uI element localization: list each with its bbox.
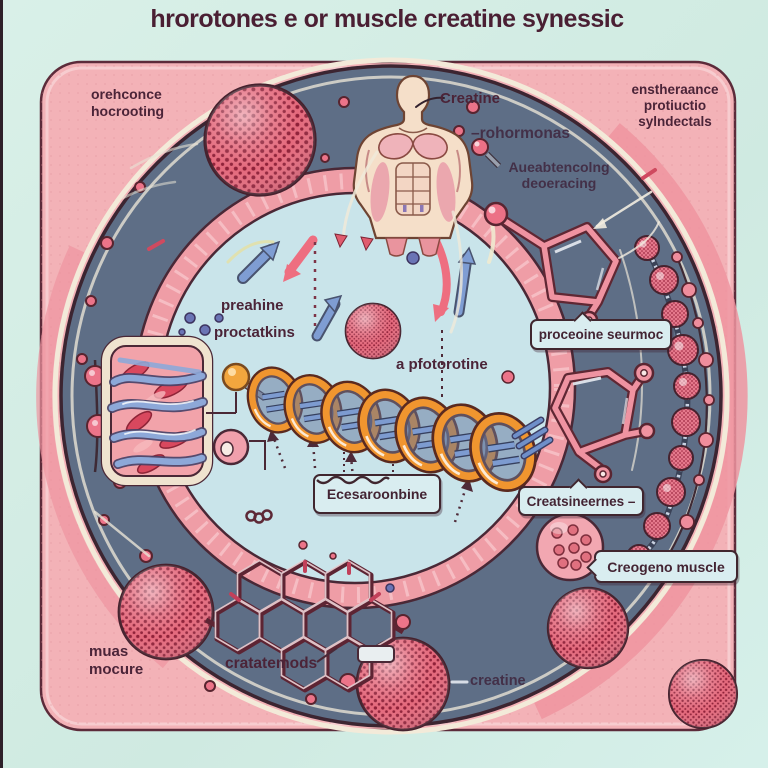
label-preahine: preahine <box>221 297 284 314</box>
label-box-creatsineomes: Creatsineernes – <box>518 478 644 516</box>
label-creatine-top: Creatine <box>440 90 501 107</box>
label-top-left-line1: orehconce <box>91 86 162 102</box>
coil-squiggle <box>245 509 273 524</box>
bead-chain <box>626 235 715 577</box>
vesicle <box>212 428 273 524</box>
label-proctatkins: proctatkins <box>214 324 295 341</box>
label-box-ecesaroonbine: Ecesaroonbine <box>313 474 441 514</box>
muscle-inset <box>100 335 237 487</box>
flow-wisps <box>334 96 660 684</box>
label-box-protein-sequence: proceoine seurmoc <box>530 311 672 350</box>
thin-bead-strand <box>654 256 708 577</box>
label-top-left-line2: hocrooting <box>91 103 165 119</box>
label-muscle-line1: muas <box>89 643 129 660</box>
page-title: hrorotones e or muscle creatine synessic <box>150 5 624 33</box>
label-cratatemods: cratatemods <box>225 655 318 672</box>
label-muscle-line2: mocure <box>89 661 144 678</box>
squiggle-underline <box>316 476 390 485</box>
human-figure <box>352 74 474 257</box>
label-prohormones: –rohormonas <box>471 125 571 142</box>
label-creatine-bottom: creatine <box>470 673 526 689</box>
label-box-creosene-muscle: Creogeno muscle <box>586 550 738 583</box>
dna-helix <box>221 364 554 493</box>
diagram-artwork <box>36 57 748 735</box>
label-top-right-line2: protiuctio <box>643 98 707 113</box>
empty-label-tag <box>357 645 395 663</box>
dotted-vesicle <box>535 512 605 582</box>
label-absorbing-line1: Aueabtencolng <box>508 159 610 175</box>
label-top-right-line3: sylndectals <box>638 114 712 129</box>
red-dashes <box>147 168 657 251</box>
label-top-right-line1: enstheraance <box>631 82 719 97</box>
molecule-structure-2 <box>550 362 656 484</box>
pinned-dot <box>471 138 502 169</box>
dashed-guides <box>313 242 443 472</box>
white-arcs <box>93 142 644 558</box>
label-absorbing-line2: deoeracing <box>521 175 597 191</box>
label-photorotine: a pfotorotine <box>396 356 488 373</box>
honeycomb-lattice <box>204 561 405 691</box>
